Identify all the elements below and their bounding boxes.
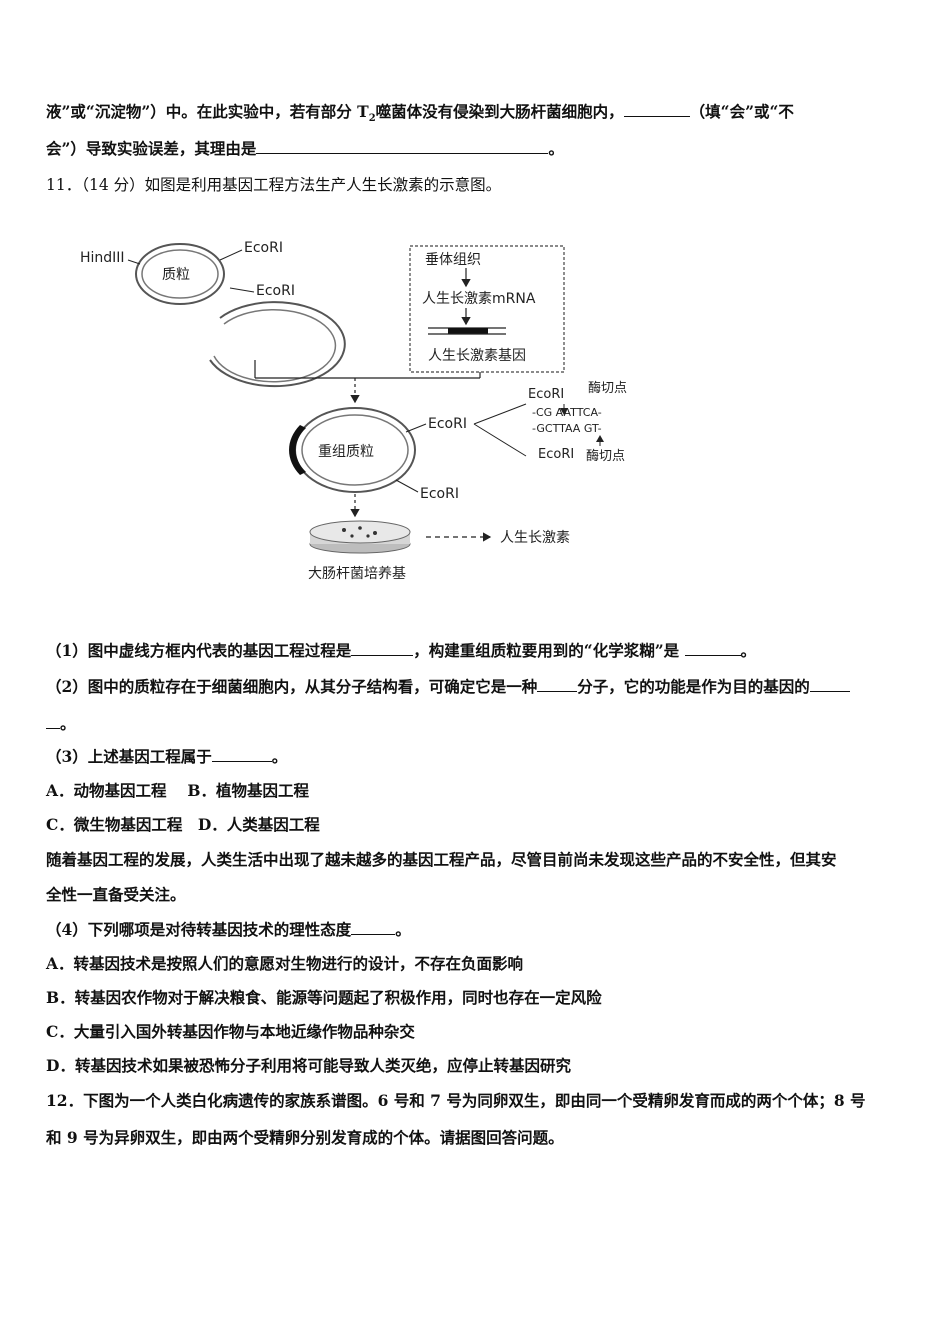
question-12-line-2: 和 9 号为异卵双生，即由两个受精卵分别发育成的个体。请据图回答问题。 bbox=[46, 1128, 564, 1147]
sequence-top: -CG AATTCA- bbox=[532, 406, 602, 419]
cut-site-label: 酶切点 bbox=[586, 448, 625, 464]
ecori-label: EcoRI bbox=[428, 416, 467, 432]
question-2: （2）图中的质粒存在于细菌细胞内，从其分子结构看，可确定它是一种分子，它的功能是… bbox=[46, 677, 850, 697]
question-4: （4）下列哪项是对待转基因技术的理性态度。 bbox=[46, 920, 411, 939]
question-2-cont: 。 bbox=[46, 714, 76, 734]
option-d: D．转基因技术如果被恐怖分子利用将可能导致人类灭绝，应停止转基因研究 bbox=[46, 1056, 571, 1075]
answer-blank[interactable] bbox=[684, 641, 741, 656]
recombinant-label: 重组质粒 bbox=[318, 444, 374, 460]
answer-blank[interactable] bbox=[211, 747, 272, 762]
recombinant-plasmid: 重组质粒 EcoRI EcoRI bbox=[289, 407, 467, 502]
plasmid: HindIII 质粒 EcoRI EcoRI bbox=[80, 240, 295, 305]
option-ab: A．动物基因工程 B．植物基因工程 bbox=[46, 781, 310, 800]
ecori-label: EcoRI bbox=[420, 486, 459, 502]
opened-plasmid bbox=[209, 301, 346, 388]
answer-blank[interactable] bbox=[351, 920, 396, 935]
question-3: （3）上述基因工程属于。 bbox=[46, 747, 288, 766]
question-1: （1）图中虚线方框内代表的基因工程过程是，构建重组质粒要用到的“化学浆糊”是 。 bbox=[46, 641, 757, 660]
option-cd: C．微生物基因工程 D．人类基因工程 bbox=[46, 815, 320, 834]
option-c: C．大量引入国外转基因作物与本地近缘作物品种杂交 bbox=[46, 1022, 415, 1041]
hgh-label: 人生长激素 bbox=[500, 529, 570, 546]
cut-site-label: 酶切点 bbox=[588, 380, 627, 396]
ecoli-medium-label: 大肠杆菌培养基 bbox=[308, 565, 406, 582]
answer-blank[interactable] bbox=[256, 139, 549, 154]
dashed-box-process: 垂体组织 人生长激素mRNA 人生长激素基因 bbox=[409, 245, 565, 373]
option-a: A．转基因技术是按照人们的意愿对生物进行的设计，不存在负面影响 bbox=[46, 954, 524, 973]
text-line-2: 会”）导致实验误差，其理由是。 bbox=[46, 139, 564, 158]
petri-dish-icon: 大肠杆菌培养基 bbox=[308, 520, 411, 582]
gene-label: 人生长激素基因 bbox=[428, 347, 526, 364]
connector bbox=[254, 360, 481, 404]
sequence-bottom: -GCTTAA GT- bbox=[532, 422, 602, 435]
hindiii-label: HindIII bbox=[80, 250, 125, 266]
paragraph-line: 全性一直备受关注。 bbox=[46, 885, 186, 904]
ecori-label: EcoRI bbox=[528, 387, 564, 402]
answer-blank[interactable] bbox=[623, 102, 690, 117]
paragraph-line: 随着基因工程的发展，人类生活中出现了越未越多的基因工程产品，尽管目前尚未发现这些… bbox=[46, 850, 837, 869]
answer-blank[interactable] bbox=[537, 677, 578, 692]
plasmid-label: 质粒 bbox=[162, 267, 190, 283]
question-11-title: 11．（14 分）如图是利用基因工程方法生产人生长激素的示意图。 bbox=[46, 176, 502, 194]
cut-site-detail: EcoRI 酶切点 -CG AATTCA- -GCTTAA GT- EcoRI … bbox=[473, 380, 627, 464]
text-line-1: 液”或“沉淀物”）中。在此实验中，若有部分 T2噬菌体没有侵染到大肠杆菌细胞内，… bbox=[46, 102, 794, 125]
pituitary-label: 垂体组织 bbox=[425, 252, 481, 268]
answer-blank[interactable] bbox=[351, 641, 414, 656]
ecori-label: EcoRI bbox=[538, 447, 574, 462]
option-b: B．转基因农作物对于解决粮食、能源等问题起了积极作用，同时也存在一定风险 bbox=[46, 988, 602, 1007]
gene-engineering-diagram: HindIII 质粒 EcoRI EcoRI 垂体组织 人生长激素mRNA 人生… bbox=[80, 240, 627, 582]
mrna-label: 人生长激素mRNA bbox=[422, 290, 536, 307]
ecori-label: EcoRI bbox=[256, 283, 295, 299]
ecori-label: EcoRI bbox=[244, 240, 283, 256]
answer-blank[interactable] bbox=[46, 714, 60, 729]
answer-blank[interactable] bbox=[809, 677, 850, 692]
question-12-line-1: 12．下图为一个人类白化病遗传的家族系谱图。6 号和 7 号为同卵双生，即由同一… bbox=[46, 1091, 866, 1110]
